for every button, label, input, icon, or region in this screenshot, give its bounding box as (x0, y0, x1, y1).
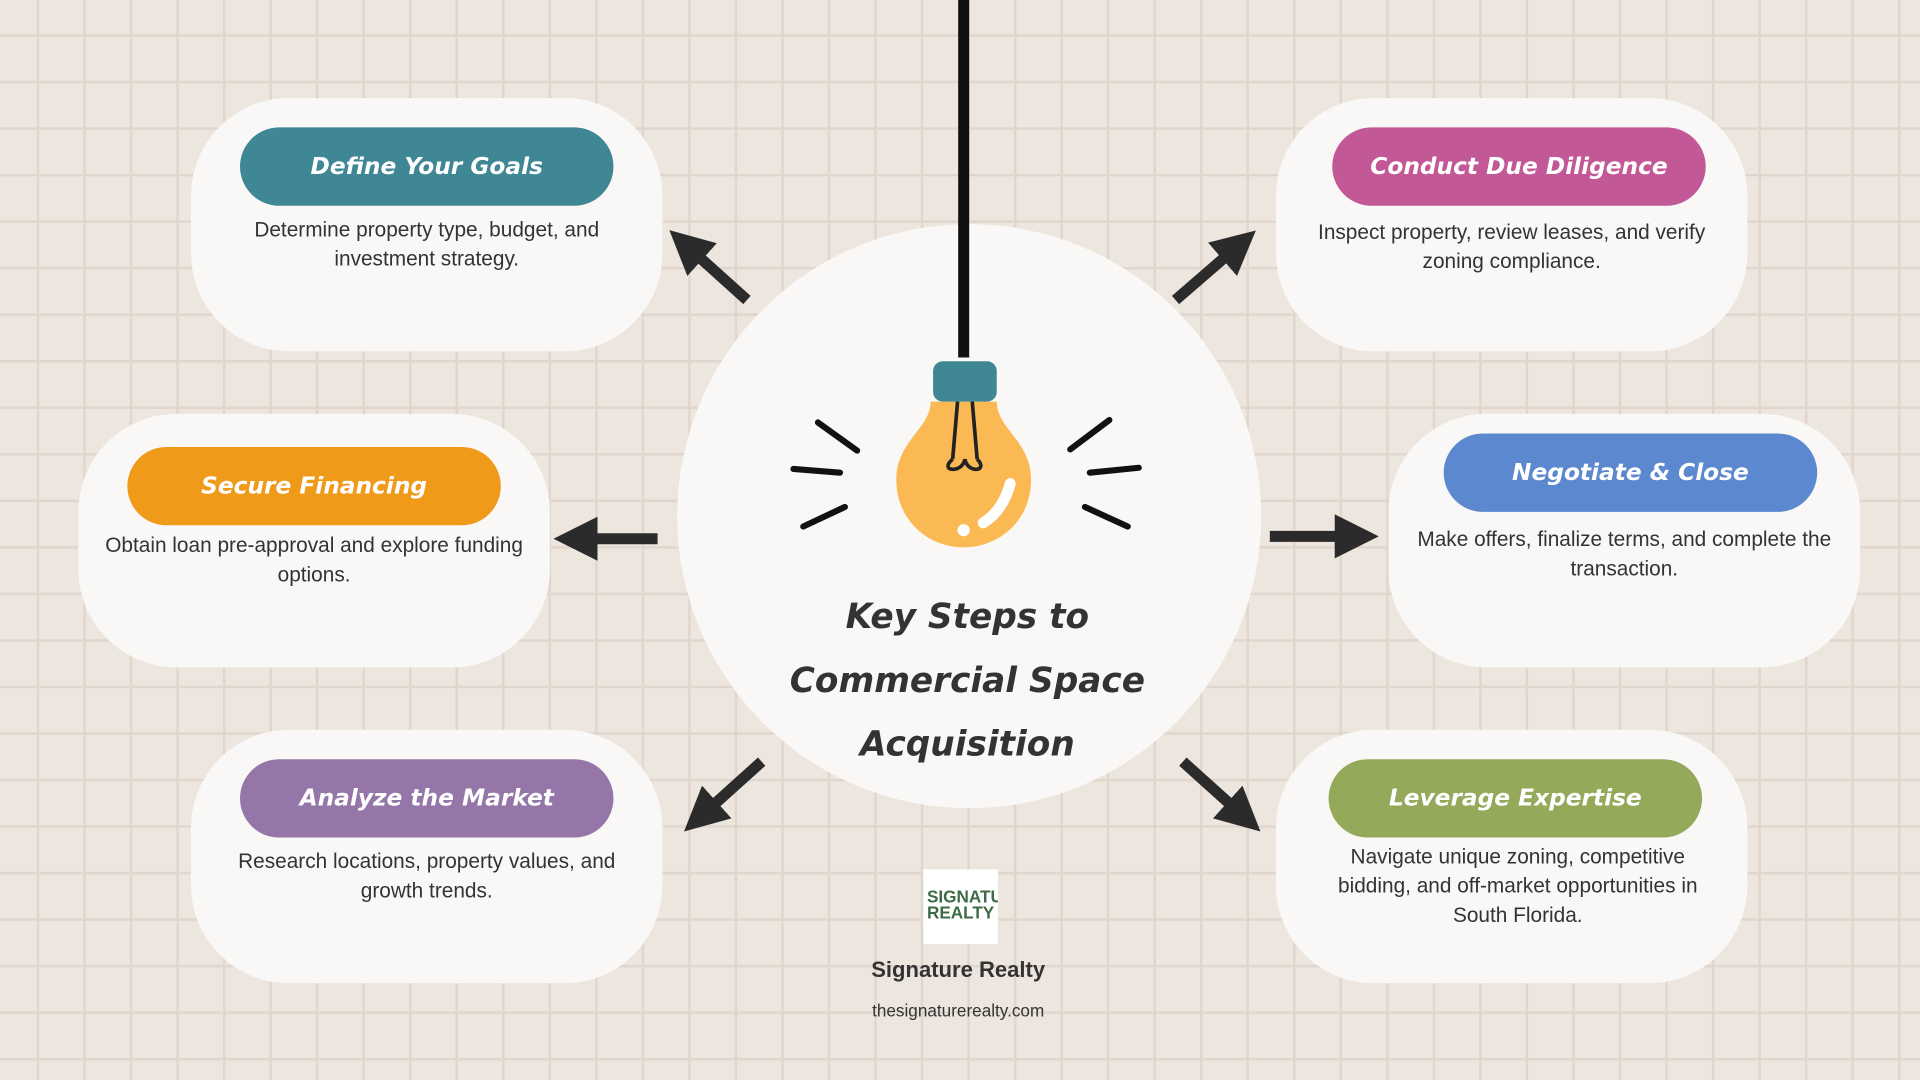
step-card-financing: Secure Financing Obtain loan pre-approva… (78, 413, 550, 668)
step-desc: Obtain loan pre-approval and explore fun… (105, 533, 523, 587)
step-title: Define Your Goals (240, 127, 614, 206)
step-desc: Make offers, finalize terms, and complet… (1417, 527, 1832, 581)
step-card-expertise: Leverage Expertise Navigate unique zonin… (1275, 729, 1748, 984)
step-card-goals: Define Your Goals Determine property typ… (191, 97, 663, 352)
arrow-icon (684, 757, 766, 832)
step-title: Conduct Due Diligence (1332, 127, 1706, 206)
step-card-market: Analyze the Market Research locations, p… (191, 729, 663, 984)
website-link[interactable]: thesignaturerealty.com (872, 1000, 1045, 1021)
step-desc: Inspect property, review leases, and ver… (1318, 220, 1706, 274)
arrow-icon (1179, 757, 1261, 832)
step-title: Leverage Expertise (1328, 759, 1703, 838)
step-title: Secure Financing (127, 446, 501, 526)
step-title: Analyze the Market (240, 759, 614, 838)
step-desc: Determine property type, budget, and inv… (254, 217, 600, 271)
step-desc: Research locations, property values, and… (238, 849, 616, 903)
step-card-negotiate: Negotiate & Close Make offers, finalize … (1388, 413, 1861, 668)
step-card-diligence: Conduct Due Diligence Inspect property, … (1275, 97, 1748, 352)
lightbulb-icon (790, 0, 1142, 548)
brand-name: Signature Realty (871, 957, 1046, 983)
arrow-icon (669, 230, 751, 305)
step-desc: Navigate unique zoning, competitive bidd… (1338, 844, 1698, 927)
step-title: Negotiate & Close (1443, 433, 1818, 512)
arrow-icon (1171, 230, 1256, 305)
diagram-title: Key Steps to Commercial Space Acquisitio… (789, 596, 1145, 765)
